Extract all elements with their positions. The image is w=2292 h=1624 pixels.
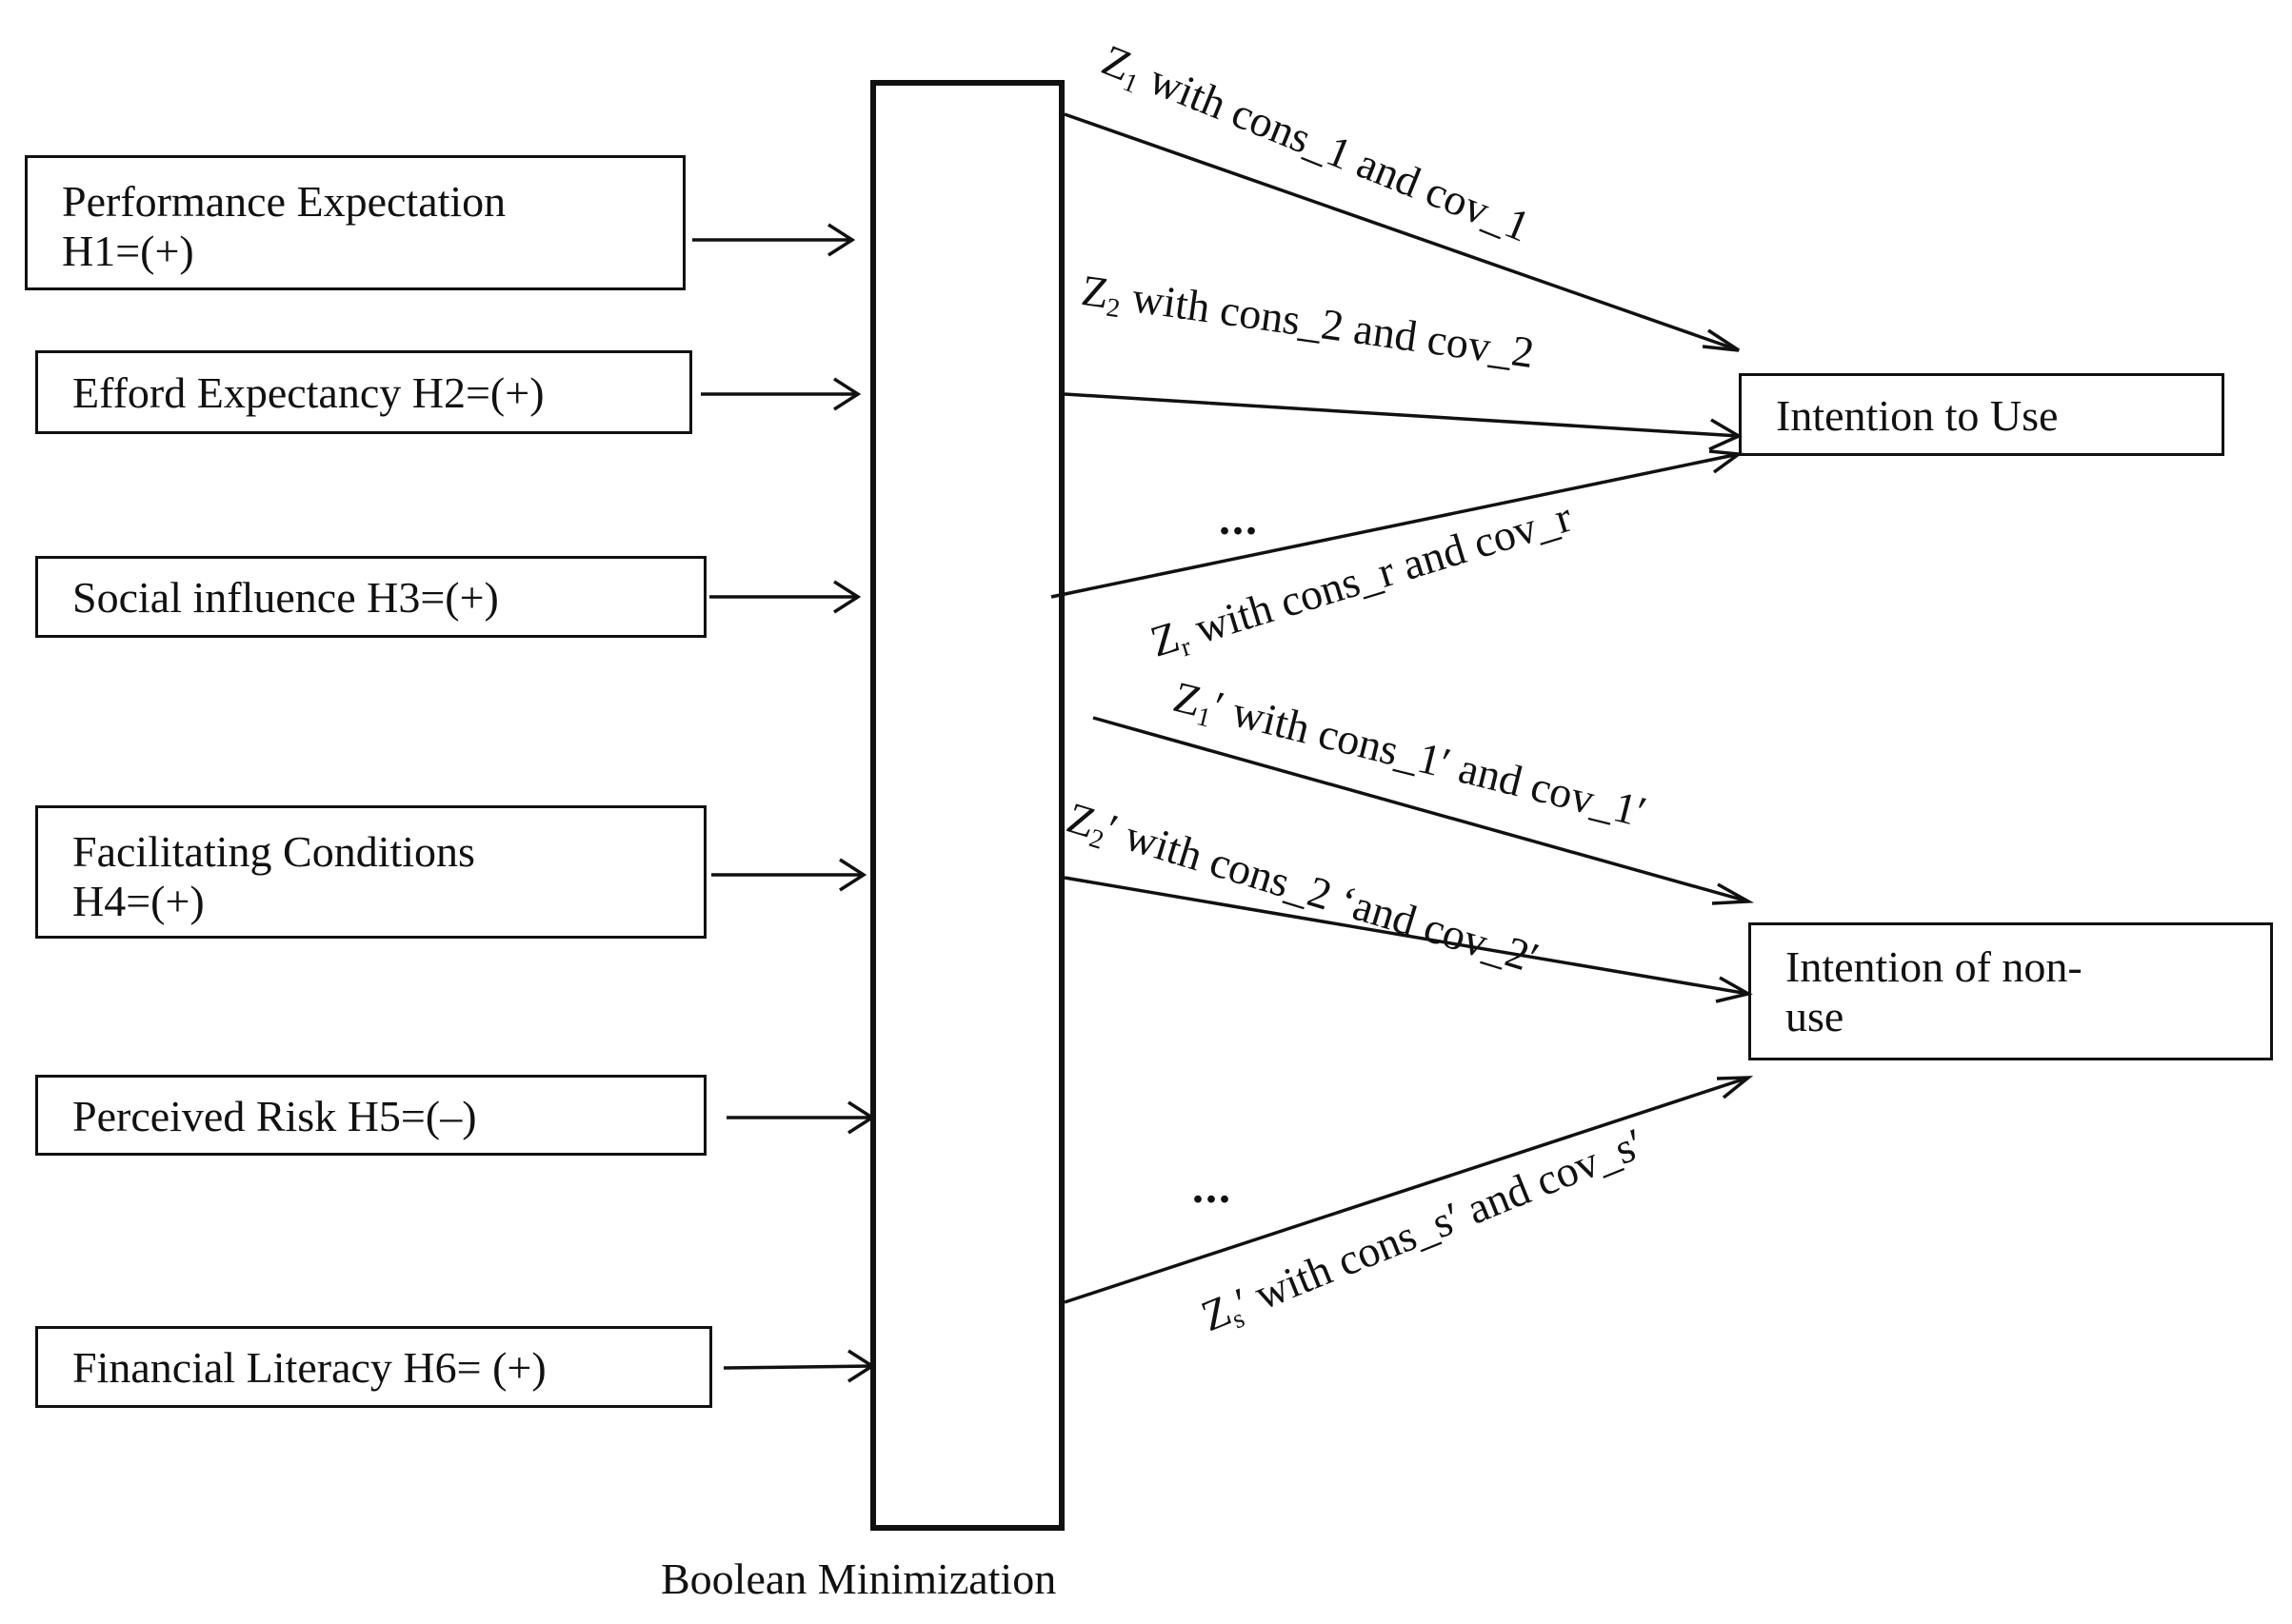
input-box-financial-literacy: Financial Literacy H6= (+) <box>35 1326 712 1408</box>
arrow-input-3 <box>709 580 862 614</box>
arrow-z1 <box>1064 112 1740 352</box>
output-box-label-cont: use <box>1785 992 1844 1040</box>
input-box-label: Performance Expectation <box>62 177 507 226</box>
output-box-intention-to-use: Intention to Use <box>1739 373 2224 456</box>
arrow-input-4 <box>711 858 867 892</box>
ellipsis-lower: ... <box>1192 1162 1232 1213</box>
input-box-label: Financial Literacy H6= (+) <box>72 1343 547 1392</box>
input-box-effort-expectancy: Efford Expectancy H2=(+) <box>35 350 692 434</box>
boolean-minimization-label: Boolean Minimization <box>661 1555 1057 1603</box>
arrow-zr <box>1050 449 1744 599</box>
input-box-label: Facilitating Conditions <box>72 827 475 876</box>
input-box-perceived-risk: Perceived Risk H5=(–) <box>35 1075 707 1156</box>
arrow-z2 <box>1064 392 1743 451</box>
output-box-label: Intention to Use <box>1776 391 2059 440</box>
input-box-hypothesis: H4=(+) <box>72 877 205 925</box>
input-box-label: Perceived Risk H5=(–) <box>72 1092 477 1140</box>
input-box-performance-expectation: Performance Expectation H1=(+) <box>25 155 686 290</box>
arrow-input-2 <box>701 377 862 411</box>
arrow-input-6 <box>723 1349 876 1383</box>
arrow-z1-prime <box>1092 716 1755 905</box>
boolean-minimization-block <box>870 80 1065 1531</box>
arrow-input-5 <box>727 1100 876 1135</box>
output-box-intention-of-non-use: Intention of non- use <box>1748 922 2273 1060</box>
input-box-hypothesis: H1=(+) <box>62 227 194 275</box>
arrow-input-1 <box>692 223 856 257</box>
output-box-label: Intention of non- <box>1785 942 2083 991</box>
input-box-label: Efford Expectancy H2=(+) <box>72 368 545 417</box>
ellipsis-upper: ... <box>1219 494 1259 545</box>
arrow-z2-prime <box>1064 876 1753 1003</box>
arrow-zs-prime <box>1064 1076 1754 1304</box>
input-box-label: Social influence H3=(+) <box>72 573 499 622</box>
input-box-facilitating-conditions: Facilitating Conditions H4=(+) <box>35 805 707 939</box>
input-box-social-influence: Social influence H3=(+) <box>35 556 707 638</box>
